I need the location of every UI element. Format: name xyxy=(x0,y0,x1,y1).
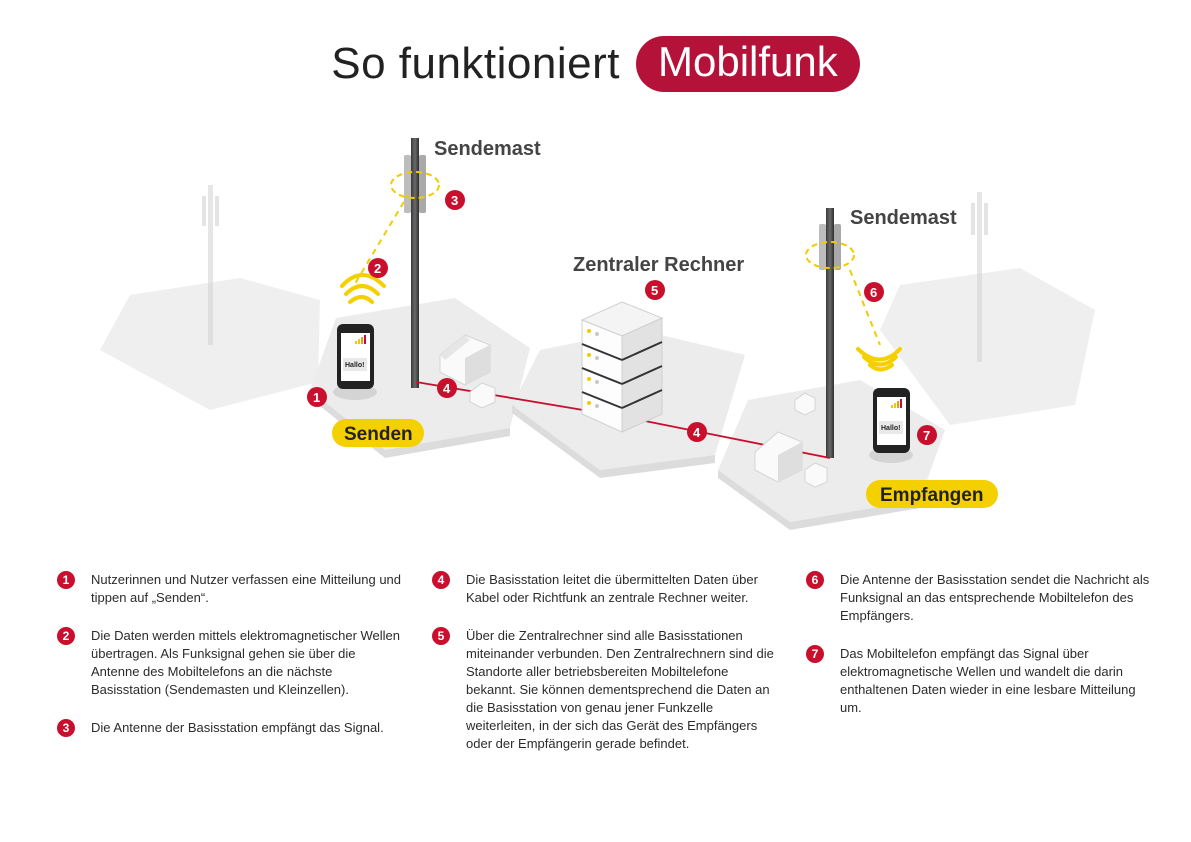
receiver-phone-text: Hallo! xyxy=(881,425,900,432)
title-main: So funktioniert xyxy=(331,39,620,88)
legend-column-2: 4 Die Basisstation leitet die übermittel… xyxy=(432,571,777,773)
legend-number: 4 xyxy=(432,571,450,589)
legend-item-5: 5 Über die Zentralrechner sind alle Basi… xyxy=(432,627,777,753)
legend-number: 1 xyxy=(57,571,75,589)
legend-text: Das Mobiltelefon empfängt das Signal übe… xyxy=(840,646,1136,715)
mast-right-label: Sendemast xyxy=(850,207,957,229)
wifi-waves-receive xyxy=(856,347,902,372)
svg-text:3: 3 xyxy=(451,193,458,208)
legend-text: Die Daten werden mittels elektromagnetis… xyxy=(91,628,401,697)
svg-text:6: 6 xyxy=(870,285,877,300)
network-diagram: Hallo! Hallo! Sendemast Sendemast Zentra… xyxy=(100,138,1095,530)
houses-right xyxy=(754,392,828,488)
signal-line-receive xyxy=(849,269,881,346)
faded-mast-left xyxy=(202,185,219,345)
transmission-mast-right xyxy=(805,208,855,458)
signal-line-send xyxy=(349,194,409,293)
legend-number: 3 xyxy=(57,719,75,737)
legend-text: Nutzerinnen und Nutzer verfassen eine Mi… xyxy=(91,572,402,605)
send-pill: Senden xyxy=(332,419,424,447)
sender-phone: Hallo! xyxy=(333,324,377,400)
houses-left xyxy=(439,334,496,409)
receiver-phone: Hallo! xyxy=(869,388,913,463)
legend-item-1: 1 Nutzerinnen und Nutzer verfassen eine … xyxy=(57,571,402,607)
legend-number: 5 xyxy=(432,627,450,645)
marker-4-right: 4 xyxy=(687,422,707,442)
marker-1: 1 xyxy=(307,387,327,407)
marker-3: 3 xyxy=(445,190,465,210)
send-label: Senden xyxy=(344,424,413,445)
mast-left-label: Sendemast xyxy=(434,138,541,160)
antenna-highlight-right xyxy=(805,241,855,269)
legend-text: Die Basisstation leitet die übermittelte… xyxy=(466,572,758,605)
svg-text:7: 7 xyxy=(923,428,930,443)
legend-number: 7 xyxy=(806,645,824,663)
marker-4-left: 4 xyxy=(437,378,457,398)
svg-text:5: 5 xyxy=(651,283,658,298)
svg-text:4: 4 xyxy=(693,425,701,440)
svg-text:1: 1 xyxy=(313,390,320,405)
legend-item-2: 2 Die Daten werden mittels elektromagnet… xyxy=(57,627,402,699)
legend-item-4: 4 Die Basisstation leitet die übermittel… xyxy=(432,571,777,607)
svg-text:4: 4 xyxy=(443,381,451,396)
title-highlight: Mobilfunk xyxy=(636,36,860,92)
faded-mast-right xyxy=(971,192,988,362)
marker-2: 2 xyxy=(368,258,388,278)
marker-5: 5 xyxy=(645,280,665,300)
legend-item-6: 6 Die Antenne der Basisstation sendet di… xyxy=(806,571,1151,625)
legend-column-3: 6 Die Antenne der Basisstation sendet di… xyxy=(806,571,1151,737)
marker-6: 6 xyxy=(864,282,884,302)
wifi-waves-send xyxy=(340,273,386,304)
svg-text:2: 2 xyxy=(374,261,381,276)
receive-pill: Empfangen xyxy=(866,480,998,508)
transmission-mast-left xyxy=(390,138,440,388)
server-label: Zentraler Rechner xyxy=(573,254,744,276)
legend-item-3: 3 Die Antenne der Basisstation empfängt … xyxy=(57,719,402,737)
legend-text: Die Antenne der Basisstation sendet die … xyxy=(840,572,1150,623)
legend-column-1: 1 Nutzerinnen und Nutzer verfassen eine … xyxy=(57,571,402,757)
receive-label: Empfangen xyxy=(880,485,983,506)
antenna-highlight-left xyxy=(390,171,440,199)
page-title: So funktioniert Mobilfunk xyxy=(0,36,1191,92)
legend-number: 6 xyxy=(806,571,824,589)
legend-number: 2 xyxy=(57,627,75,645)
legend-item-7: 7 Das Mobiltelefon empfängt das Signal ü… xyxy=(806,645,1151,717)
sender-phone-text: Hallo! xyxy=(345,362,364,369)
tile-far-right xyxy=(880,268,1095,425)
legend-text: Über die Zentralrechner sind alle Basiss… xyxy=(466,628,774,751)
legend-text: Die Antenne der Basisstation empfängt da… xyxy=(91,720,384,735)
marker-7: 7 xyxy=(917,425,937,445)
central-server xyxy=(580,301,664,433)
